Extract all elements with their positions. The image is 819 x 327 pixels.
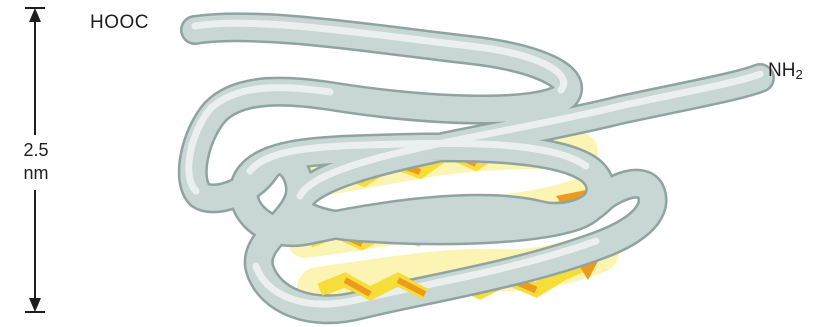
scale-value-label: 2.5: [20, 140, 52, 161]
scale-bar-bottom-arrowhead: [29, 298, 41, 312]
carboxyl-terminus-label: HOOC: [90, 12, 149, 34]
amino-terminus-label: NH2: [768, 60, 803, 82]
amino-terminus-label-base: NH: [768, 60, 795, 81]
scale-bar-top-arrowhead: [29, 8, 41, 22]
amino-terminus-label-subscript: 2: [795, 67, 802, 82]
scale-unit-label: nm: [20, 163, 52, 184]
